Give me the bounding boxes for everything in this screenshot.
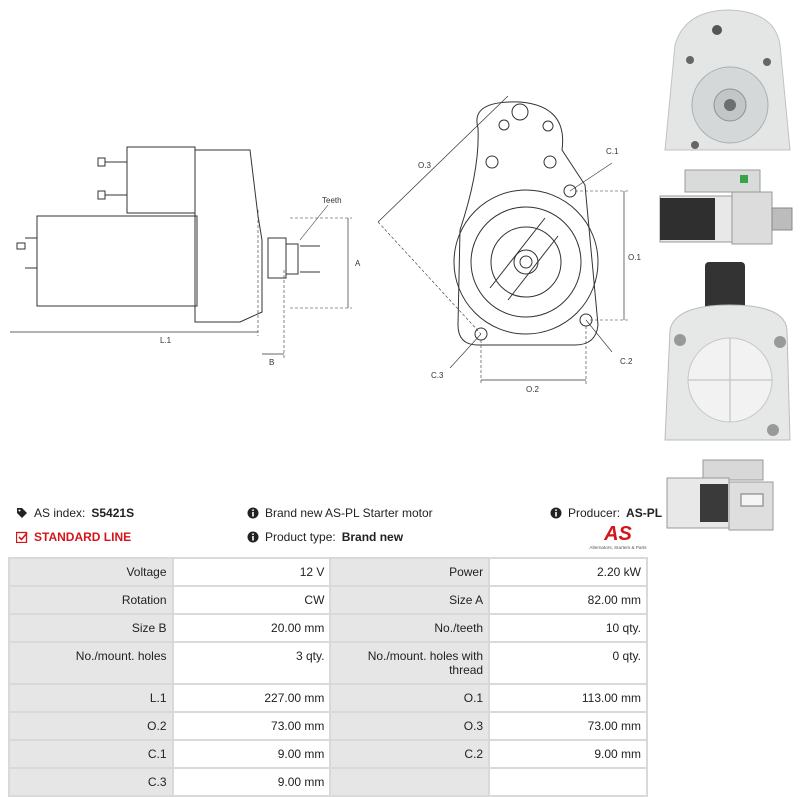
spec-value [490,769,646,795]
spec-key: O.1 [331,685,489,711]
product-type-row: Product type: Brand new [247,530,403,544]
spec-value: 9.00 mm [490,741,646,767]
as-index-label: AS index: [34,506,86,520]
standard-line-row: STANDARD LINE [16,530,131,544]
photo-front-view [664,9,791,151]
spec-value: 73.00 mm [490,713,646,739]
dim-c2-label: C.2 [620,357,633,366]
spec-value: 2.20 kW [490,559,646,585]
as-pl-logo: AS Alternators, Starters & Parts [589,523,647,550]
spec-key: Size A [331,587,489,613]
technical-drawing: Teeth A L.1 B O.3 C.1 O.1 C.3 C.2 O.2 [10,95,641,394]
photo-side-view-2 [666,459,774,531]
spec-key: No./teeth [331,615,489,641]
info-icon [247,507,259,519]
dim-a-label: A [355,259,361,268]
motor-body-outline [36,215,198,307]
spec-value: 10 qty. [490,615,646,641]
spec-value: 9.00 mm [173,741,330,767]
teeth-label: Teeth [322,196,342,205]
drive-housing-outline [194,149,263,323]
spec-value: 9.00 mm [173,769,330,795]
spec-value: 82.00 mm [490,587,646,613]
product-type-value: Brand new [341,530,404,544]
spec-key: C.1 [10,741,172,767]
dim-l1-label: L.1 [160,336,172,345]
spec-value: 12 V [173,559,330,585]
spec-key: Rotation [10,587,172,613]
spec-key: Voltage [10,559,172,585]
info-icon [550,507,562,519]
description-text: Brand new AS-PL Starter motor [265,506,433,520]
spec-key: Power [331,559,489,585]
spec-key [331,769,489,795]
spec-key: Size B [10,615,172,641]
dim-b-label: B [269,358,274,367]
spec-key: O.3 [331,713,489,739]
spec-value: CW [173,587,330,613]
flange-outline [457,101,599,346]
product-info: AS index: S5421S STANDARD LINE Brand new… [0,500,800,560]
spec-value: 0 qty. [490,643,646,683]
spec-key: C.2 [331,741,489,767]
dim-c1-label: C.1 [606,147,619,156]
spec-value: 3 qty. [173,643,330,683]
solenoid-outline [126,146,196,214]
checkbox-checked-icon [16,531,28,543]
producer-label: Producer: [568,506,621,520]
producer-row: Producer: AS-PL [550,506,662,520]
producer-value: AS-PL [626,506,663,520]
standard-line-label: STANDARD LINE [34,530,132,544]
spec-value: 227.00 mm [173,685,330,711]
spec-key: O.2 [10,713,172,739]
dim-o3-label: O.3 [418,161,431,170]
info-icon [247,531,259,543]
dim-o1-label: O.1 [628,253,641,262]
dim-o2-label: O.2 [526,385,539,394]
as-index-value: S5421S [91,506,135,520]
spec-key: No./mount. holes with thread [331,643,489,683]
photo-rear-view [664,262,791,441]
as-index-row: AS index: S5421S [16,506,134,520]
spec-value: 20.00 mm [173,615,330,641]
tag-icon [17,508,27,518]
dim-c3-label: C.3 [431,371,444,380]
svg-text:Alternators, Starters & Parts: Alternators, Starters & Parts [589,545,647,550]
svg-text:AS: AS [603,523,632,545]
photo-side-view [659,169,793,245]
product-type-label: Product type: [265,530,336,544]
product-photos [659,9,793,531]
spec-key: L.1 [10,685,172,711]
spec-value: 113.00 mm [490,685,646,711]
spec-value: 73.00 mm [173,713,330,739]
spec-key: C.3 [10,769,172,795]
description-row: Brand new AS-PL Starter motor [247,506,433,520]
spec-key: No./mount. holes [10,643,172,683]
